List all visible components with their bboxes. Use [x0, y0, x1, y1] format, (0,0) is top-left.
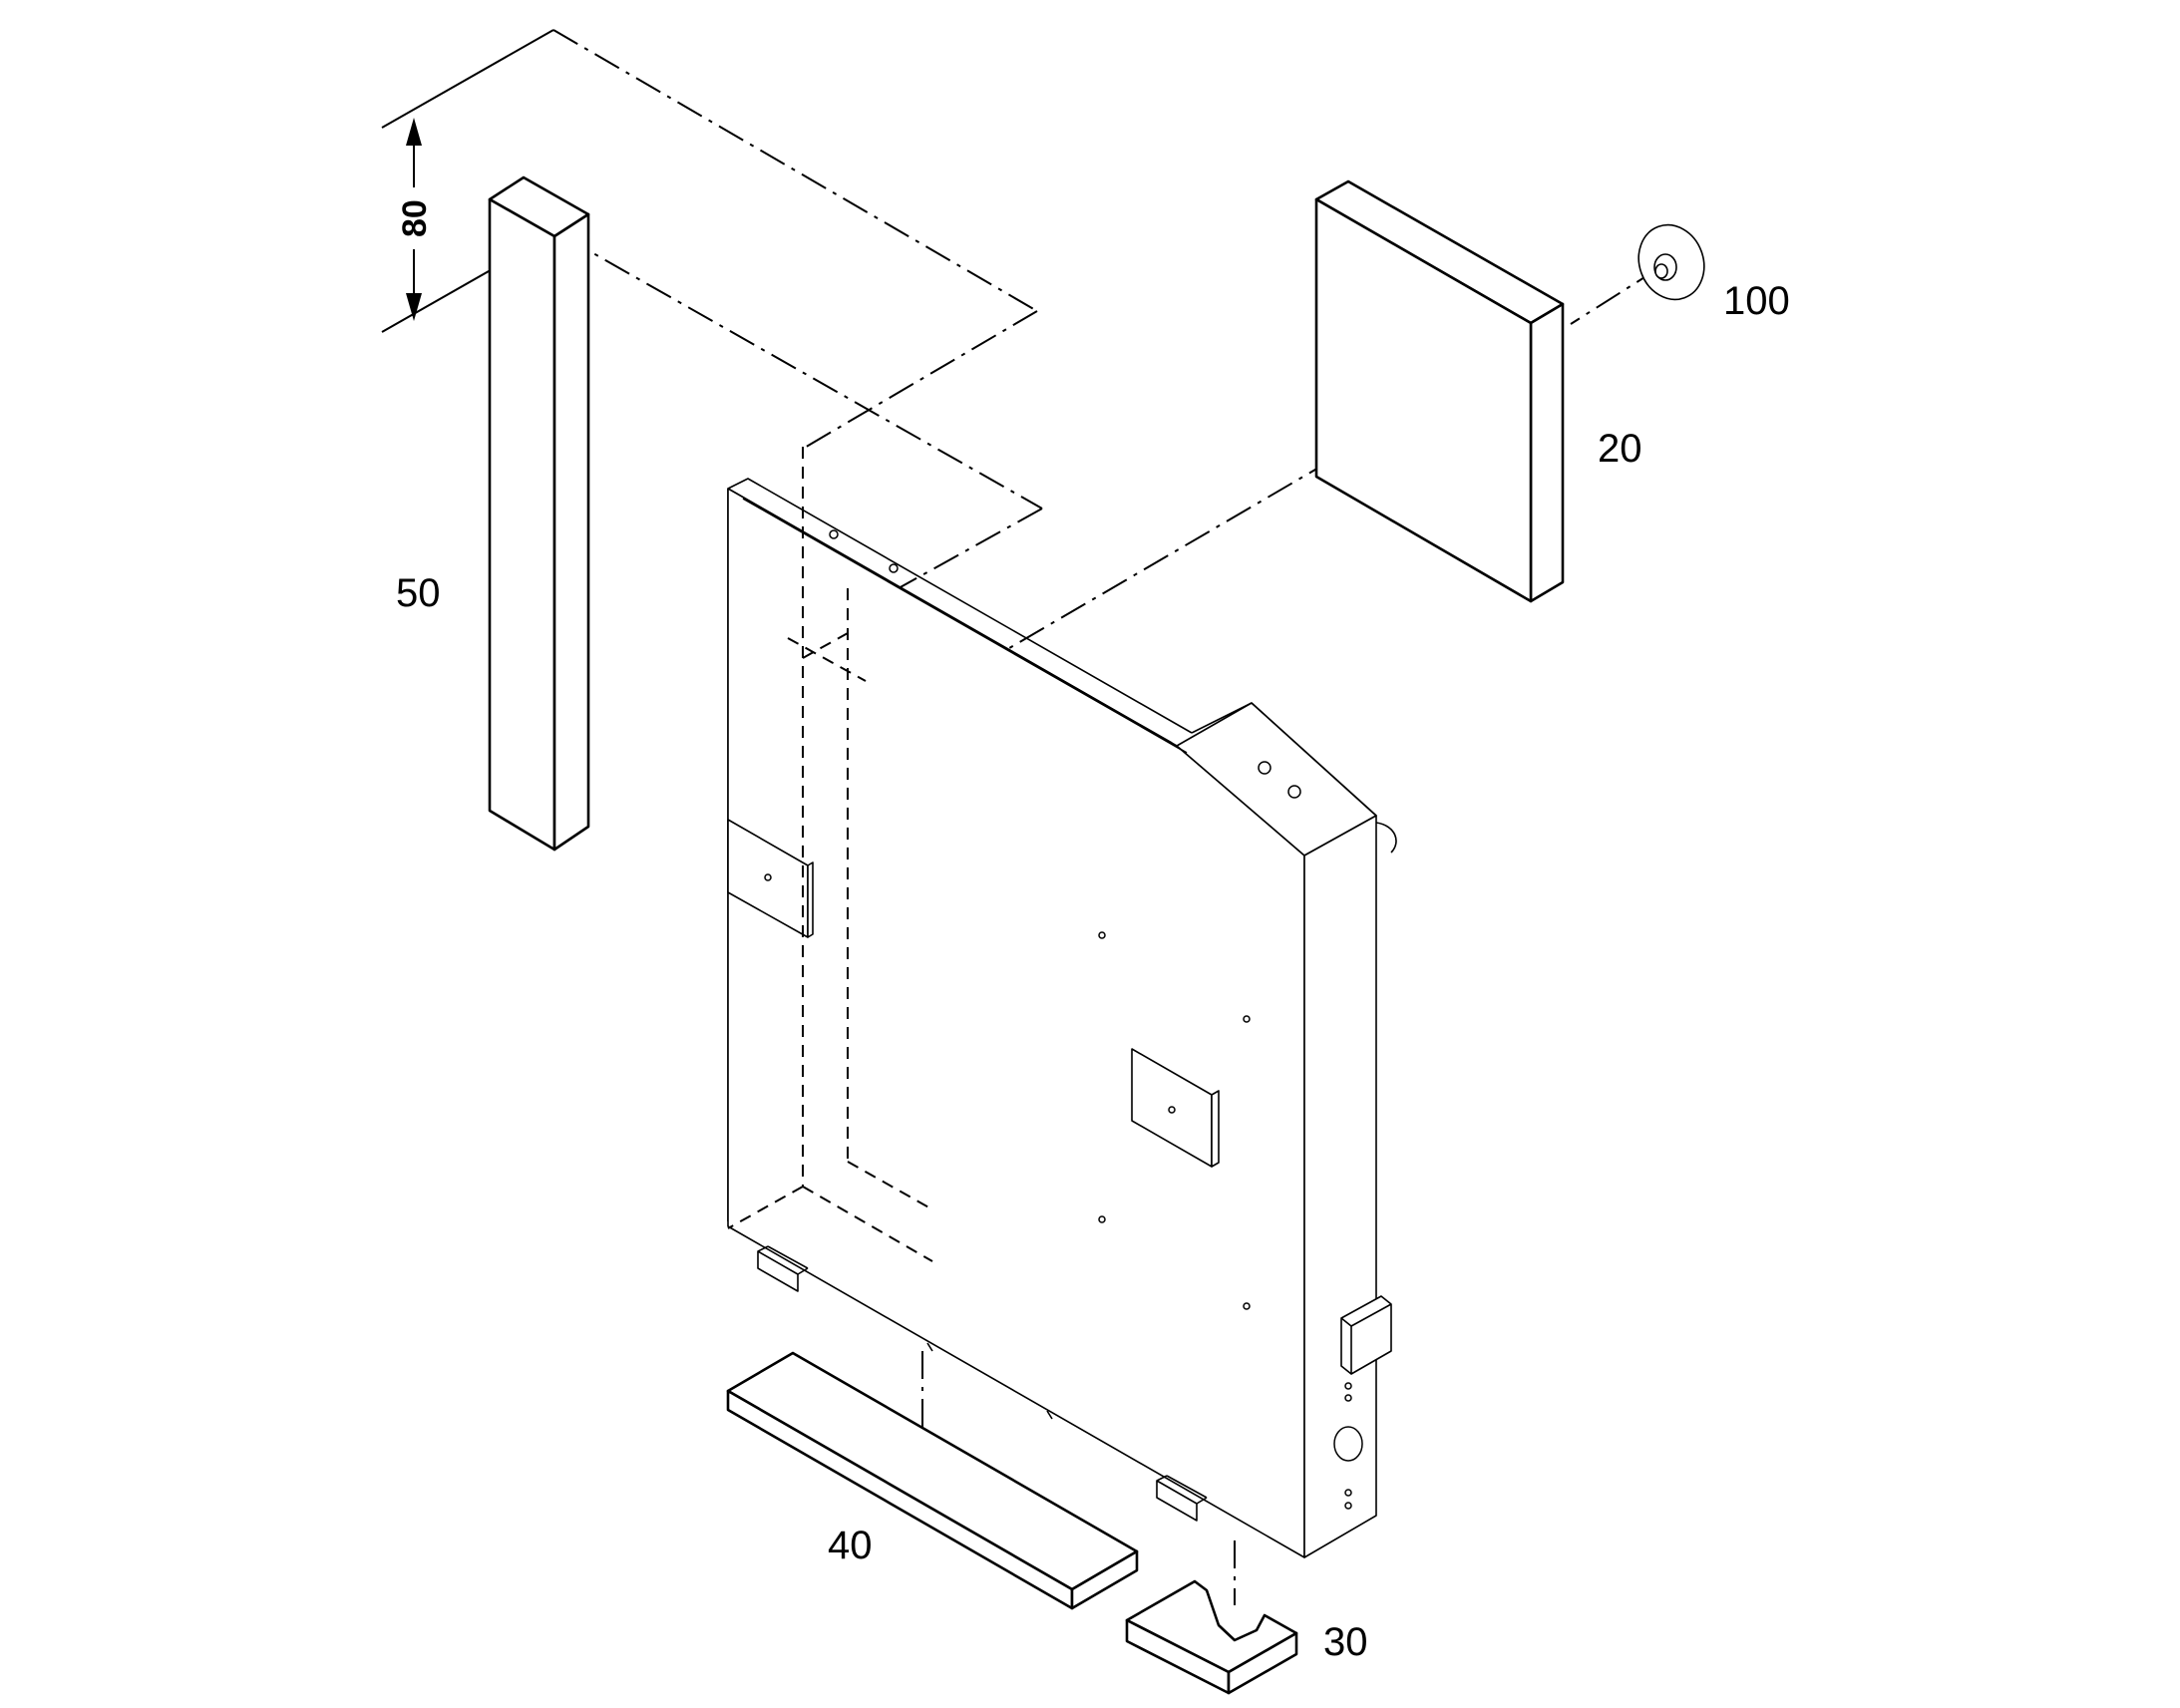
- label-part-100: 100: [1723, 279, 1790, 323]
- label-part-40: 40: [828, 1524, 873, 1567]
- dimension-80: 80: [381, 29, 554, 333]
- part-100-knob: [1637, 223, 1705, 301]
- part-40-pad: [726, 1351, 1139, 1610]
- part-50-post: [488, 175, 590, 852]
- part-30-block: [1125, 1579, 1298, 1695]
- label-part-50: 50: [396, 571, 441, 615]
- part-20-panel: [1314, 179, 1565, 603]
- main-cabinet: [727, 447, 1397, 1558]
- label-part-20: 20: [1598, 427, 1642, 471]
- label-part-30: 30: [1323, 1620, 1368, 1664]
- dimension-label: 80: [396, 199, 434, 237]
- item-labels: 100 20 50 40 30: [396, 279, 1790, 1664]
